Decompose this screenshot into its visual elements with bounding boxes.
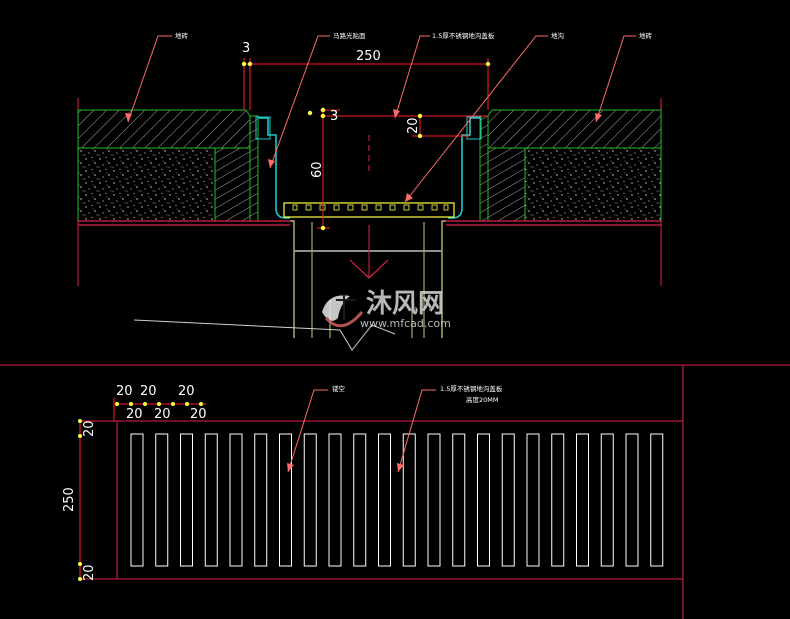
callout-right-stone: 地砖 bbox=[639, 31, 653, 40]
plan-slot bbox=[204, 433, 218, 567]
plan-slot bbox=[600, 433, 614, 567]
plan-dim-edge-bottom: 20 bbox=[82, 564, 97, 581]
plan-slot bbox=[229, 433, 243, 567]
plan-dim-edge-top: 20 bbox=[82, 420, 97, 437]
cover-plate bbox=[283, 202, 455, 218]
sealant-right bbox=[448, 117, 480, 219]
section-callout-arrows bbox=[125, 109, 602, 202]
plan-slot bbox=[526, 433, 540, 567]
section-callouts bbox=[127, 35, 636, 203]
plan-callouts bbox=[287, 389, 436, 473]
sealant-left bbox=[258, 117, 290, 219]
left-stone-layer bbox=[77, 109, 259, 222]
plan-slot bbox=[477, 433, 490, 567]
section-dim-ticks bbox=[241, 61, 491, 231]
plan-slot bbox=[452, 433, 466, 567]
watermark-logo bbox=[322, 294, 364, 328]
plan-slots bbox=[130, 433, 664, 567]
plan-slot bbox=[625, 433, 639, 567]
callout-left-stone: 地砖 bbox=[175, 31, 189, 40]
flow-arrow bbox=[349, 135, 389, 279]
plan-dim-bottom-2: 20 bbox=[154, 407, 171, 422]
section-dimensions bbox=[243, 58, 489, 230]
plan-slot bbox=[378, 433, 391, 567]
plan-slot bbox=[130, 433, 144, 567]
callout-cover-plate: 1.5厚不锈钢地沟盖板 bbox=[432, 31, 495, 40]
dim-gap: 3 bbox=[242, 41, 250, 56]
plan-slot bbox=[551, 433, 565, 567]
callout-gutter: 地沟 bbox=[551, 31, 564, 40]
plan-slot bbox=[427, 433, 441, 567]
plan-slot bbox=[155, 433, 169, 567]
plan-slot bbox=[576, 433, 589, 567]
dim-depth: 60 bbox=[310, 161, 325, 178]
callout-plate-line2: 高度20MM bbox=[466, 395, 499, 404]
plan-slot bbox=[328, 433, 342, 567]
plan-dim-top-2: 20 bbox=[140, 384, 157, 399]
plan-slot bbox=[501, 433, 515, 567]
sealant-cap-right bbox=[466, 116, 482, 140]
dim-width: 250 bbox=[356, 49, 381, 64]
plan-cover-plate bbox=[116, 420, 684, 580]
plan-dim-bottom-1: 20 bbox=[126, 407, 143, 422]
plan-slot bbox=[650, 433, 664, 567]
plan-slot bbox=[303, 433, 317, 567]
break-line bbox=[133, 319, 396, 351]
callout-sealant: 马路光贴面 bbox=[333, 31, 366, 40]
dim-rim: 20 bbox=[406, 117, 421, 134]
plan-slot bbox=[254, 433, 268, 567]
plan-slot bbox=[279, 433, 292, 567]
right-stone-layer bbox=[479, 109, 662, 222]
plan-slot bbox=[402, 433, 416, 567]
plan-dim-top-3: 20 bbox=[178, 384, 195, 399]
watermark-url: www.mfcad.com bbox=[360, 317, 451, 330]
sealant-cap-left bbox=[255, 116, 271, 140]
plan-dim-top-1: 20 bbox=[116, 384, 133, 399]
callout-plate-line1: 1.5厚不锈钢地沟盖板 bbox=[440, 384, 503, 393]
plan-dim-height: 250 bbox=[62, 487, 77, 512]
plan-slot bbox=[180, 433, 193, 567]
callout-slot: 镂空 bbox=[332, 384, 346, 393]
plan-dim-ticks bbox=[78, 402, 203, 581]
plan-callout-arrows bbox=[287, 463, 404, 472]
gutter-channel bbox=[290, 220, 446, 338]
watermark: 沐风网 www.mfcad.com bbox=[322, 289, 451, 330]
plan-dim-bottom-3: 20 bbox=[190, 407, 207, 422]
watermark-brand: 沐风网 bbox=[366, 289, 444, 319]
plan-view: 20 20 20 20 20 20 250 20 20 镂空 1.5厚不锈钢地沟… bbox=[62, 384, 684, 581]
section-view: 3 250 3 20 60 地砖 马路光贴面 1.5厚不锈钢地沟盖板 地沟 地砖 bbox=[77, 31, 662, 351]
dim-small: 3 bbox=[330, 109, 338, 124]
plan-slot bbox=[353, 433, 367, 567]
